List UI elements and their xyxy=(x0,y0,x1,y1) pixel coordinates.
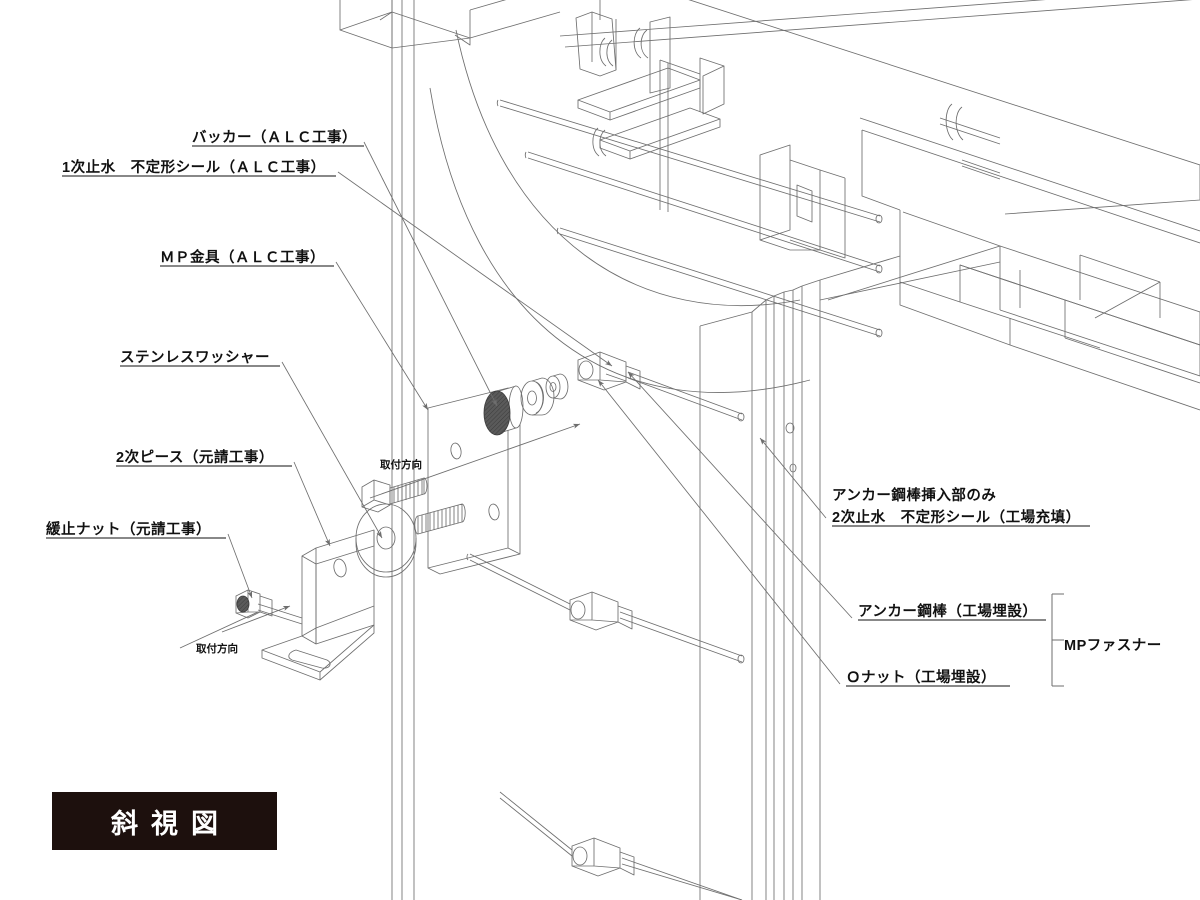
mounting-direction-arrows xyxy=(179,423,581,649)
label-backer: バッカー（ＡＬＣ工事） xyxy=(192,130,357,146)
annotation-mounting-direction-2: 取付方向 xyxy=(196,643,238,655)
break-line-arc xyxy=(429,29,811,393)
label-anchor-seal-line1: アンカー鋼棒挿入部のみ xyxy=(832,488,997,504)
beam-stiffener-plates xyxy=(575,11,846,259)
leader-lines xyxy=(227,141,853,685)
alc-panel-joint-right xyxy=(699,245,1001,900)
alc-panel-joint-center xyxy=(379,0,415,900)
threaded-stud xyxy=(414,503,466,535)
panel-anchor-holes xyxy=(785,422,797,473)
label-o-nut: Ｏナット（工場埋設） xyxy=(846,670,996,686)
label-stainless-washer: ステンレスワッシャー xyxy=(120,350,270,366)
o-nut-bottom xyxy=(571,837,635,877)
stainless-washer xyxy=(355,503,417,578)
beam-and-panel-geometry xyxy=(235,0,1200,900)
lower-rod-short xyxy=(257,603,303,625)
view-title-text: 斜視図 xyxy=(111,808,231,839)
label-underlines xyxy=(46,145,1090,687)
anchor-rod-lower xyxy=(466,553,745,664)
anchor-rod-middle xyxy=(627,371,745,422)
upper-anchor-rods xyxy=(496,99,883,338)
seal-washers xyxy=(520,373,569,416)
steel-beam xyxy=(559,0,1200,411)
label-mp-fastener-group: MPファスナー xyxy=(1064,638,1162,654)
backer-disc xyxy=(483,385,524,436)
label-lock-nut: 緩止ナット（元請工事） xyxy=(46,522,211,538)
hex-bolt xyxy=(361,477,428,513)
label-anchor-seal-line2: 2次止水 不定形シール（工場充填） xyxy=(832,510,1081,526)
rod-cap-details xyxy=(592,27,1001,180)
secondary-piece-bracket xyxy=(261,529,375,681)
o-nut-lower xyxy=(569,591,633,631)
label-secondary-piece: 2次ピース（元請工事） xyxy=(116,450,274,466)
label-anchor-rod: アンカー鋼棒（工場埋設） xyxy=(858,604,1038,620)
annotation-mounting-direction-1: 取付方向 xyxy=(380,459,422,471)
alc-panel-soffit xyxy=(339,0,561,49)
mp-fastener-group-bracket xyxy=(1051,593,1064,687)
o-nut-middle xyxy=(577,351,641,391)
view-title-box: 斜視図 xyxy=(52,792,277,850)
anchor-rod-bottom xyxy=(499,791,743,900)
label-mp-bracket: ＭＰ金具（ＡＬＣ工事） xyxy=(160,250,325,266)
label-primary-seal: 1次止水 不定形シール（ＡＬＣ工事） xyxy=(62,160,326,176)
